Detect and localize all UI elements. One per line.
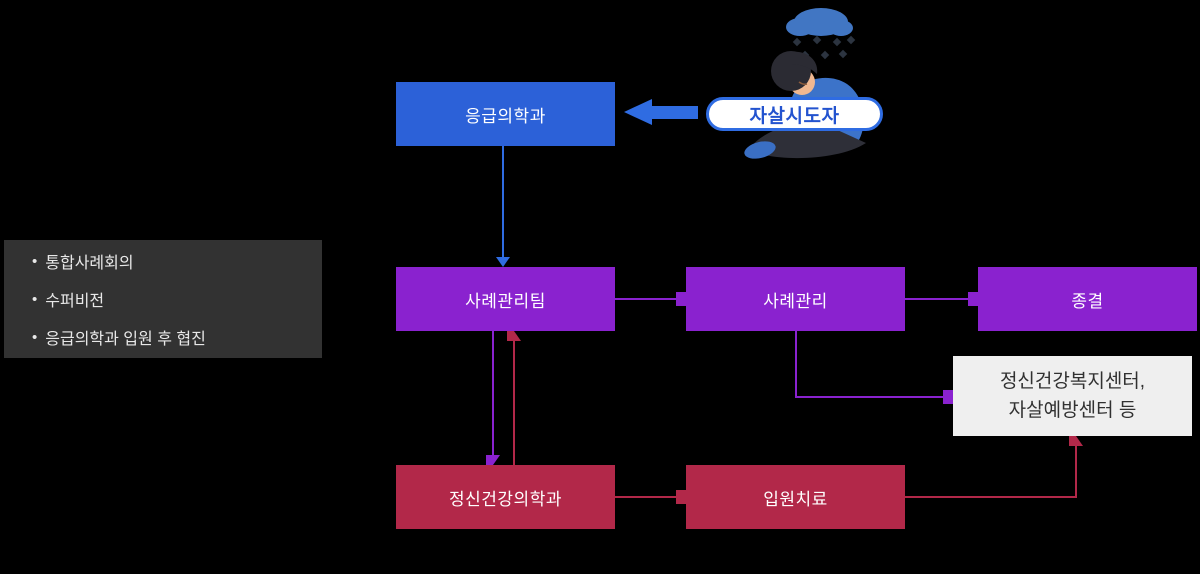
- node-label: 입원치료: [763, 489, 828, 509]
- arrow-casemgmt-to-closure-head: [968, 292, 978, 306]
- node-closure: 종결: [978, 267, 1197, 331]
- arrow-emergency-to-caseteam: [502, 146, 504, 257]
- arrow-emergency-to-caseteam-head: [496, 257, 510, 267]
- arrow-inpatient-to-referral-v: [1075, 446, 1077, 498]
- arrow-casemgmt-to-referral-h: [795, 396, 943, 398]
- node-case-management: 사례관리: [686, 267, 905, 331]
- note-item: 응급의학과 입원 후 협진: [32, 325, 322, 349]
- node-case-management-team: 사례관리팀: [396, 267, 615, 331]
- arrow-casemgmt-to-referral-head: [943, 390, 953, 404]
- arrow-psychiatry-to-caseteam: [513, 341, 515, 465]
- rain-cloud-icon: [786, 8, 856, 60]
- arrow-psychiatry-to-caseteam-head: [507, 331, 521, 341]
- arrow-psychiatry-to-inpatient: [615, 496, 676, 498]
- arrow-caseteam-to-psychiatry: [492, 331, 494, 455]
- node-referral-centers: 정신건강복지센터, 자살예방센터 등: [953, 356, 1192, 436]
- node-psychiatry: 정신건강의학과: [396, 465, 615, 529]
- arrow-caseteam-to-casemgmt: [615, 298, 676, 300]
- arrow-casemgmt-to-closure: [905, 298, 968, 300]
- sad-person-rain-cloud-icon: [744, 8, 866, 159]
- referral-line2: 자살예방센터 등: [1008, 400, 1137, 421]
- arrow-attempter-to-emergency-shaft: [651, 106, 698, 119]
- node-label: 응급의학과: [465, 106, 546, 126]
- suicide-attempter-badge: 자살시도자: [706, 97, 883, 131]
- note-item: 수퍼비전: [32, 287, 322, 311]
- attempter-label: 자살시도자: [749, 105, 840, 127]
- node-inpatient-treatment: 입원치료: [686, 465, 905, 529]
- referral-line1: 정신건강복지센터,: [999, 371, 1146, 392]
- arrow-psychiatry-to-inpatient-head: [676, 490, 686, 504]
- node-label: 종결: [1071, 291, 1104, 311]
- arrow-caseteam-to-psychiatry-head: [486, 455, 500, 465]
- arrow-attempter-to-emergency-head: [624, 99, 652, 125]
- sad-person-illustration: [733, 2, 898, 165]
- arrow-caseteam-to-casemgmt-head: [676, 292, 686, 306]
- arrow-inpatient-to-referral-h: [905, 496, 1076, 498]
- arrow-inpatient-to-referral-head: [1069, 436, 1083, 446]
- note-item: 통합사례회의: [32, 249, 322, 273]
- node-label: 정신건강의학과: [449, 489, 562, 509]
- node-label: 사례관리팀: [465, 291, 546, 311]
- node-label: 사례관리: [763, 291, 828, 311]
- arrow-casemgmt-to-referral-v: [795, 331, 797, 397]
- node-emergency-medicine: 응급의학과: [396, 82, 615, 146]
- notes-panel: 통합사례회의 수퍼비전 응급의학과 입원 후 협진: [4, 240, 322, 358]
